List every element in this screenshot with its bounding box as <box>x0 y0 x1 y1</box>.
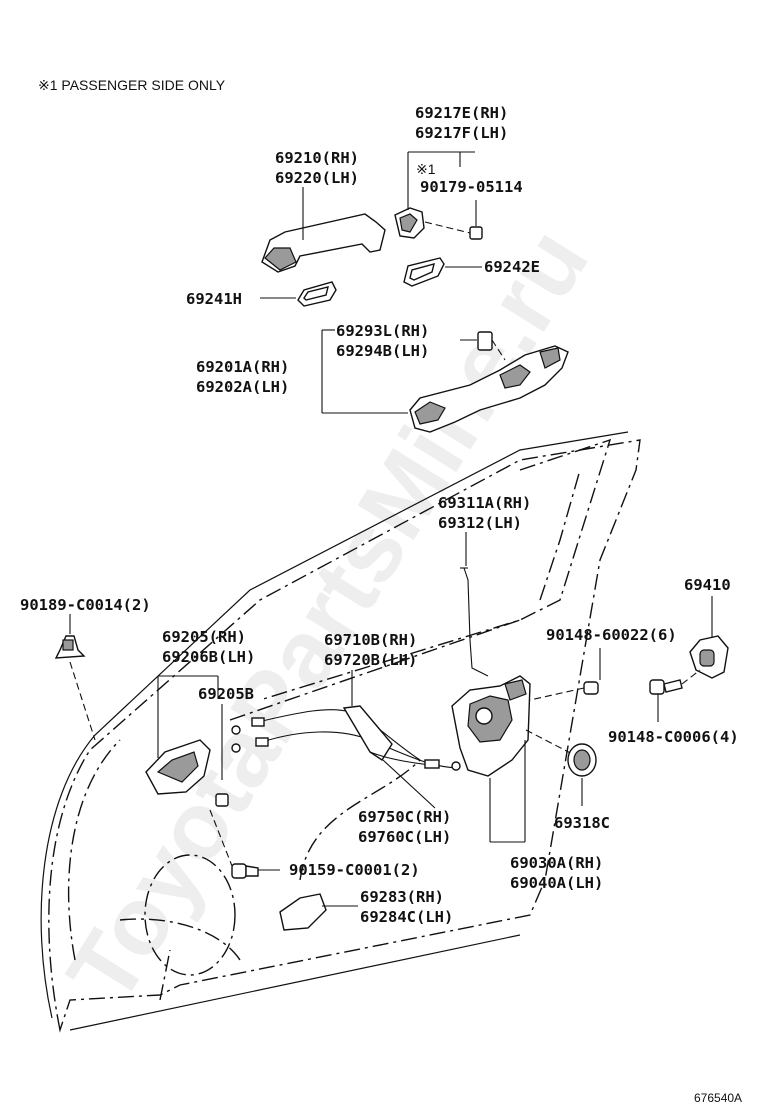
label-69205: 69205(RH) <box>162 628 246 646</box>
handle-frame-69201a <box>321 329 569 433</box>
label-69040a: 69040A(LH) <box>510 874 603 892</box>
label-69311a: 69311A(RH) <box>438 494 531 512</box>
label-69410: 69410 <box>684 576 731 594</box>
label-69284c: 69284C(LH) <box>360 908 453 926</box>
label-69293l: 69293L(RH) <box>336 322 429 340</box>
label-69205b: 69205B <box>198 685 254 703</box>
lock-rod-69311a <box>460 532 489 677</box>
label-90179: 90179-05114 <box>420 178 523 196</box>
label-69283: 69283(RH) <box>360 888 444 906</box>
label-69217f: 69217F(LH) <box>415 124 508 142</box>
cable-69710b <box>231 670 461 769</box>
label-69750c: 69750C(RH) <box>358 808 451 826</box>
label-69294b: 69294B(LH) <box>336 342 429 360</box>
label-69206b: 69206B(LH) <box>162 648 255 666</box>
label-69030a: 69030A(RH) <box>510 854 603 872</box>
bezel-69205b <box>215 704 229 807</box>
cable-69750c <box>369 751 461 809</box>
label-69318c: 69318C <box>554 814 610 832</box>
screw-90159 <box>209 809 280 879</box>
screw-90148-c0006 <box>649 669 701 722</box>
note-ref-mark: ※1 <box>416 161 436 177</box>
label-69220: 69220(LH) <box>275 169 359 187</box>
label-90189: 90189-C0014(2) <box>20 596 151 614</box>
label-90148-c0006: 90148-C0006(4) <box>608 728 739 746</box>
door-outline <box>40 431 641 1033</box>
grommet-69318c <box>567 743 597 806</box>
label-69217e: 69217E(RH) <box>415 104 508 122</box>
label-90148-60022: 90148-60022(6) <box>546 626 677 644</box>
label-69241h: 69241H <box>186 290 242 308</box>
label-69202a: 69202A(LH) <box>196 378 289 396</box>
label-69720b: 69720B(LH) <box>324 651 417 669</box>
handle-pad-69241h <box>260 281 337 307</box>
watermark: ToyotaPartsMine.ru <box>47 210 609 1021</box>
handle-pad-69242e <box>403 257 482 287</box>
label-69710b: 69710B(RH) <box>324 631 417 649</box>
striker-69410 <box>689 596 729 679</box>
clip-90189 <box>54 614 96 741</box>
label-69312: 69312(LH) <box>438 514 522 532</box>
passenger-side-note: ※1 PASSENGER SIDE ONLY <box>38 77 226 93</box>
label-90159: 90159-C0001(2) <box>289 861 420 879</box>
label-69210: 69210(RH) <box>275 149 359 167</box>
figure-id: 676540A <box>694 1091 742 1105</box>
screw-90148-60022 <box>529 648 601 701</box>
screw-90179 <box>424 200 483 240</box>
label-69242e: 69242E <box>484 258 540 276</box>
handle-cap <box>394 151 475 239</box>
inside-handle-69205 <box>145 675 219 795</box>
outside-door-handle <box>261 187 386 273</box>
cover-69283 <box>279 893 358 931</box>
label-69201a: 69201A(RH) <box>196 358 289 376</box>
label-69760c: 69760C(LH) <box>358 828 451 846</box>
